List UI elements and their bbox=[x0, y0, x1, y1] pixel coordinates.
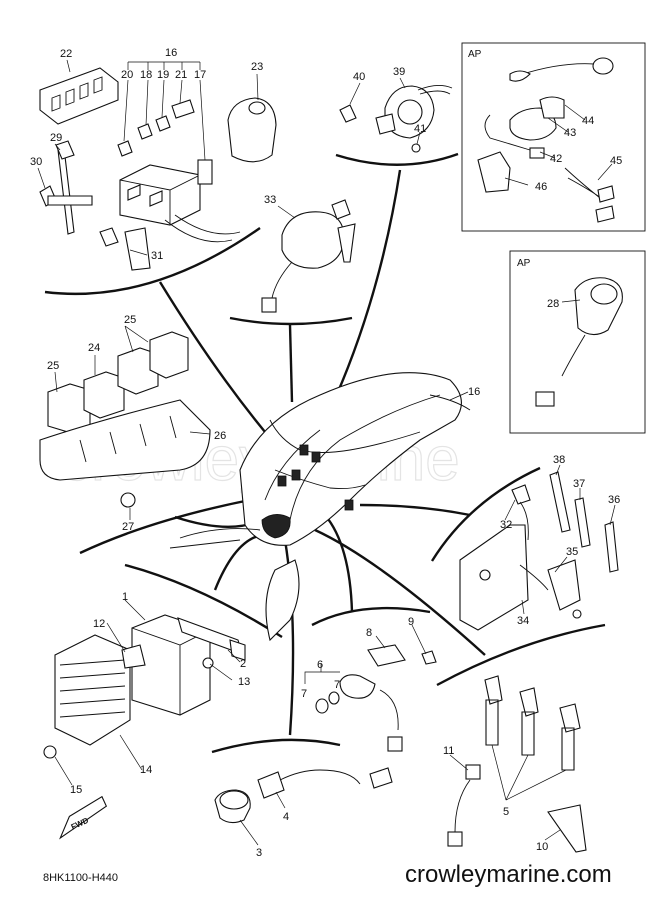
callout-10: 10 bbox=[536, 841, 548, 853]
callout-18: 18 bbox=[140, 69, 152, 81]
callout-12: 12 bbox=[93, 618, 105, 630]
callout-16-top: 16 bbox=[165, 47, 177, 59]
bracket-26 bbox=[39, 399, 211, 508]
callout-25-left: 25 bbox=[47, 360, 59, 372]
callout-27: 27 bbox=[122, 521, 134, 533]
relays-24-25 bbox=[47, 331, 189, 433]
callout-39: 39 bbox=[393, 66, 405, 78]
ecu-1 bbox=[121, 614, 246, 716]
callout-33: 33 bbox=[264, 194, 276, 206]
callout-31: 31 bbox=[151, 250, 163, 262]
cap-23 bbox=[227, 97, 277, 163]
callout-45: 45 bbox=[610, 155, 622, 167]
callout-23: 23 bbox=[251, 61, 263, 73]
callout-11: 11 bbox=[443, 745, 454, 757]
callout-15: 15 bbox=[70, 784, 82, 796]
callout-41: 41 bbox=[414, 123, 426, 135]
callout-7b: 7 bbox=[334, 679, 340, 691]
harness-4 bbox=[257, 767, 393, 799]
callout-9: 9 bbox=[408, 616, 414, 628]
callout-26: 26 bbox=[214, 430, 226, 442]
callout-24: 24 bbox=[88, 342, 100, 354]
lead-11 bbox=[447, 764, 481, 847]
callout-17: 17 bbox=[194, 69, 206, 81]
ap-label-top: AP bbox=[468, 49, 482, 60]
callout-46: 46 bbox=[535, 181, 547, 193]
bands-29-30 bbox=[39, 140, 151, 271]
callout-5: 5 bbox=[503, 806, 509, 818]
callout-1: 1 bbox=[122, 591, 128, 603]
callout-14: 14 bbox=[140, 764, 152, 776]
coils-5 bbox=[484, 675, 581, 771]
leader-lines bbox=[37, 59, 616, 846]
fuse-box-16 bbox=[119, 159, 241, 243]
ap-box-top: AP bbox=[461, 42, 646, 232]
callout-8: 8 bbox=[366, 627, 372, 639]
ap-box-right: AP bbox=[509, 250, 646, 434]
socket-28 bbox=[535, 277, 623, 407]
callout-19: 19 bbox=[157, 69, 169, 81]
callout-numbers: 1 2 3 4 5 6 7 7 8 9 10 11 12 13 14 15 16… bbox=[30, 47, 622, 859]
callout-4: 4 bbox=[283, 811, 289, 823]
callout-20: 20 bbox=[121, 69, 133, 81]
ap-label-right: AP bbox=[517, 258, 531, 269]
pressure-sensor-3 bbox=[214, 789, 251, 824]
callout-13: 13 bbox=[238, 676, 250, 688]
callout-42: 42 bbox=[550, 153, 562, 165]
callout-25-right: 25 bbox=[124, 314, 136, 326]
bands-36-38 bbox=[511, 471, 619, 573]
hull-harness bbox=[169, 372, 471, 642]
callout-37: 37 bbox=[573, 478, 585, 490]
connector-cover-22 bbox=[39, 67, 119, 125]
fuses-18-21 bbox=[117, 99, 195, 157]
callout-2: 2 bbox=[240, 658, 246, 670]
callout-36: 36 bbox=[608, 494, 620, 506]
sensor-6-9 bbox=[315, 644, 437, 752]
callout-22: 22 bbox=[60, 48, 72, 60]
callout-44: 44 bbox=[582, 115, 594, 127]
rectifier-14 bbox=[43, 634, 131, 759]
bracket-35 bbox=[459, 524, 582, 631]
callout-34: 34 bbox=[517, 615, 529, 627]
callout-29: 29 bbox=[50, 132, 62, 144]
callout-32: 32 bbox=[500, 519, 512, 531]
callout-6: 6 bbox=[317, 659, 323, 671]
callout-43: 43 bbox=[564, 127, 576, 139]
switch-39 bbox=[339, 85, 453, 153]
callout-40: 40 bbox=[353, 71, 365, 83]
fwd-arrow-icon: FWD bbox=[59, 795, 108, 840]
callout-3: 3 bbox=[256, 847, 262, 859]
main-switch-33 bbox=[261, 199, 356, 313]
drawing-code: 8HK1100-H440 bbox=[43, 872, 118, 884]
callout-35: 35 bbox=[566, 546, 578, 558]
website-link[interactable]: crowleymarine.com bbox=[405, 861, 612, 888]
callout-16-harness: 16 bbox=[468, 386, 480, 398]
clamp-10 bbox=[547, 804, 587, 853]
lanyard-and-switch-42-46 bbox=[477, 57, 615, 223]
callout-38: 38 bbox=[553, 454, 565, 466]
callout-7a: 7 bbox=[301, 688, 307, 700]
callout-30: 30 bbox=[30, 156, 42, 168]
callout-28: 28 bbox=[547, 298, 559, 310]
callout-21: 21 bbox=[175, 69, 187, 81]
